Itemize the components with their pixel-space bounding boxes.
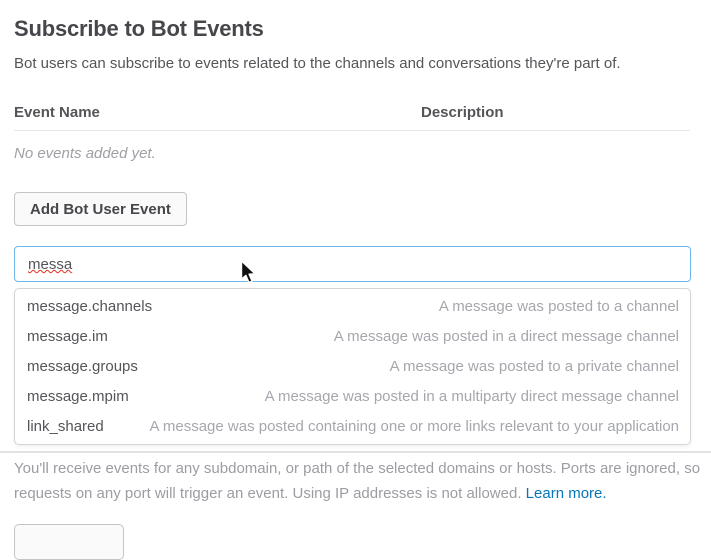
suggestion-event-description: A message was posted containing one or m… [149, 417, 679, 435]
footer-help-text: You'll receive events for any subdomain,… [14, 456, 704, 506]
suggestion-event-description: A message was posted in a direct message… [333, 327, 679, 345]
suggestion-event-description: A message was posted to a private channe… [389, 357, 679, 375]
suggestion-message-im[interactable]: message.im A message was posted in a dir… [15, 321, 690, 351]
suggestion-message-groups[interactable]: message.groups A message was posted to a… [15, 351, 690, 381]
suggestion-message-mpim[interactable]: message.mpim A message was posted in a m… [15, 381, 690, 411]
suggestion-link-shared[interactable]: link_shared A message was posted contain… [15, 411, 690, 441]
event-suggestions-dropdown: message.channels A message was posted to… [14, 288, 691, 445]
suggestion-event-name: message.im [27, 327, 108, 345]
suggestion-event-name: link_shared [27, 417, 104, 435]
footer-line-2: requests on any port will trigger an eve… [14, 485, 522, 502]
page-subtitle: Bot users can subscribe to events relate… [14, 55, 621, 72]
add-bot-user-event-button[interactable]: Add Bot User Event [14, 192, 187, 226]
suggestion-event-description: A message was posted to a channel [438, 297, 679, 315]
footer-line-1: You'll receive events for any subdomain,… [14, 460, 701, 477]
column-header-event-name: Event Name [14, 104, 100, 121]
suggestion-event-description: A message was posted in a multiparty dir… [264, 387, 679, 405]
suggestion-event-name: message.groups [27, 357, 138, 375]
empty-state-message: No events added yet. [14, 145, 156, 162]
table-header-divider [14, 130, 690, 131]
column-header-description: Description [421, 104, 504, 121]
event-search-input[interactable] [14, 246, 691, 282]
section-divider [0, 451, 711, 453]
suggestion-event-name: message.channels [27, 297, 153, 315]
page-title: Subscribe to Bot Events [14, 16, 264, 41]
partially-visible-button[interactable] [14, 524, 124, 560]
learn-more-link[interactable]: Learn more. [525, 485, 607, 502]
suggestion-event-name: message.mpim [27, 387, 129, 405]
suggestion-message-channels[interactable]: message.channels A message was posted to… [15, 291, 690, 321]
